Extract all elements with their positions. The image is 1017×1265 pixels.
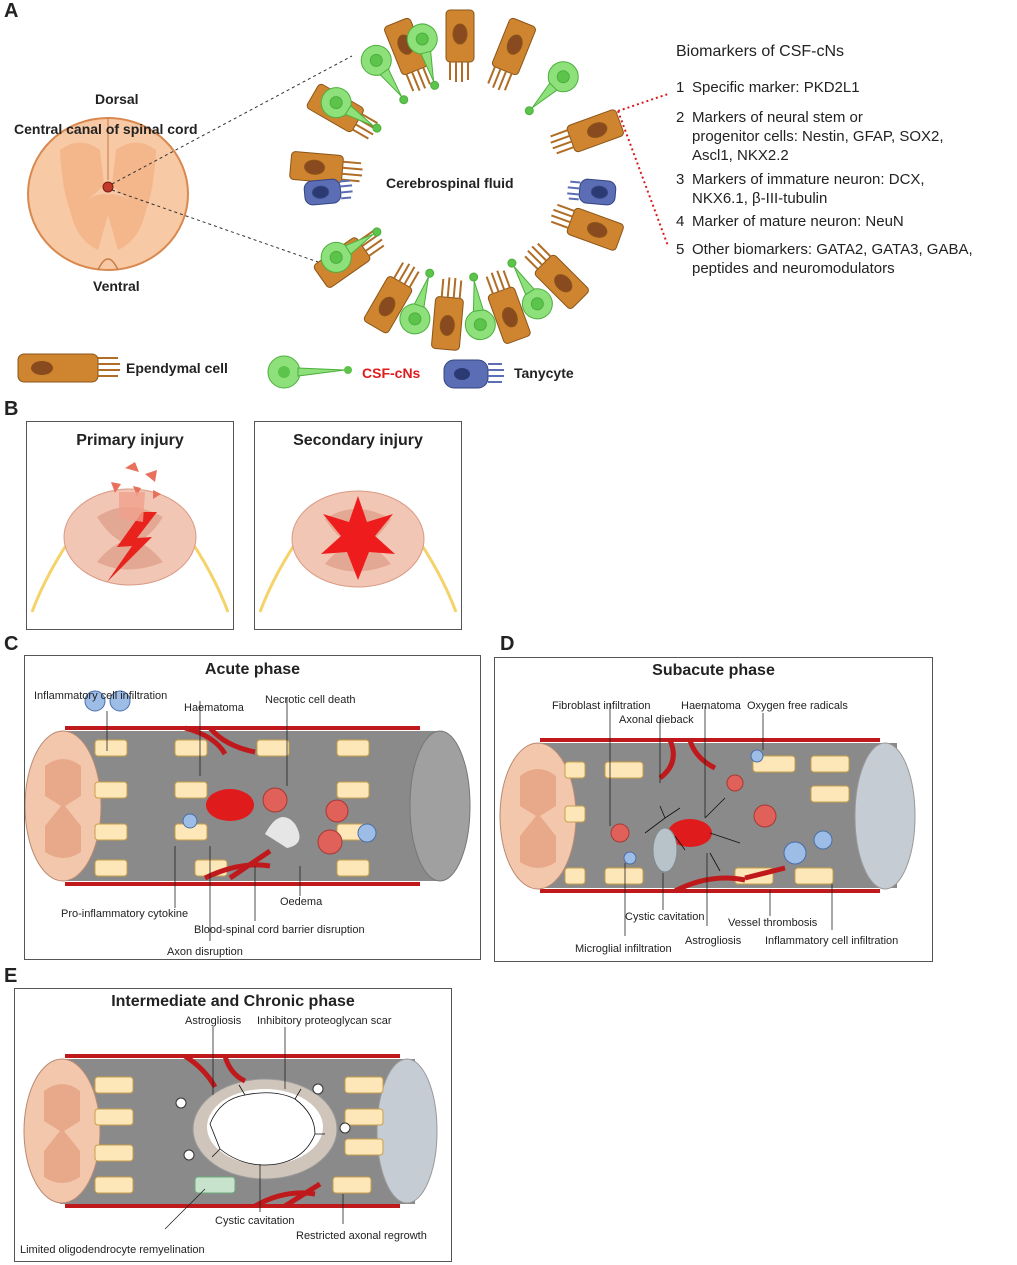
- subacute-inflammatory-label: Inflammatory cell infiltration: [765, 935, 899, 947]
- panel-label-e: E: [4, 965, 18, 987]
- biomarker-item: 5 Other biomarkers: GATA2, GATA3, GABA, pe…: [676, 240, 973, 278]
- biomarker-text: NKX6.1, β-III-tubulin: [692, 190, 828, 207]
- central-canal-label: Central canal of spinal cord: [14, 121, 198, 137]
- subacute-cystic-label: Cystic cavitation: [625, 911, 705, 923]
- acute-axon-label: Axon disruption: [167, 946, 243, 958]
- acute-haematoma-label: Haematoma: [184, 702, 244, 714]
- chronic-scar-label: Inhibitory proteoglycan scar: [257, 1015, 392, 1027]
- acute-phase-title: Acute phase: [204, 661, 301, 678]
- biomarker-item: 4 Marker of mature neuron: NeuN: [676, 212, 904, 231]
- biomarker-text: Markers of immature neuron: DCX,: [692, 171, 925, 188]
- secondary-injury-title: Secondary injury: [293, 432, 423, 449]
- biomarker-text: Marker of mature neuron: NeuN: [692, 213, 904, 230]
- biomarker-number: 5: [676, 241, 685, 258]
- biomarker-item: 2 Markers of neural stem or progenitor cel…: [676, 108, 944, 165]
- acute-cytokine-label: Pro-inflammatory cytokine: [61, 908, 189, 920]
- subacute-oxygen-label: Oxygen free radicals: [747, 700, 848, 712]
- biomarker-number: 1: [676, 79, 685, 96]
- biomarker-number: 2: [676, 109, 685, 126]
- legend-csfcn-label: CSF-cNs: [362, 365, 421, 381]
- acute-necrotic-label: Necrotic cell death: [265, 694, 356, 706]
- panel-a-graphics: [17, 9, 669, 389]
- subacute-thrombosis-label: Vessel thrombosis: [728, 917, 818, 929]
- ventral-label: Ventral: [93, 278, 140, 294]
- secondary-injury-illustration: [258, 490, 458, 613]
- subacute-phase-box: Subacute phase Fibroblast infiltration: [494, 657, 933, 962]
- biomarker-text: Specific marker: PKD2L1: [692, 79, 860, 96]
- biomarker-item: 1 Specific marker: PKD2L1: [676, 78, 860, 97]
- primary-injury-illustration: [30, 462, 230, 613]
- acute-bscb-label: Blood-spinal cord barrier disruption: [194, 924, 365, 936]
- panel-label-c: C: [4, 633, 19, 655]
- spinal-cord-cross-section: [27, 117, 189, 271]
- secondary-injury-box: Secondary injury: [254, 421, 462, 630]
- biomarker-item: 3 Markers of immature neuron: DCX, NKX6.1,…: [676, 170, 925, 208]
- legend-tanycyte-label: Tanycyte: [514, 365, 574, 381]
- biomarker-number: 3: [676, 171, 685, 188]
- acute-phase-box: Acute phase Inflammatory cell infiltrati…: [24, 655, 481, 960]
- subacute-phase-title: Subacute phase: [652, 662, 775, 679]
- subacute-dieback-label: Axonal dieback: [619, 714, 694, 726]
- biomarker-text: progenitor cells: Nestin, GFAP, SOX2,: [692, 128, 944, 145]
- acute-oedema-label: Oedema: [280, 896, 323, 908]
- primary-injury-box: Primary injury: [26, 421, 234, 630]
- chronic-phase-box: Intermediate and Chronic phase Astroglio…: [14, 988, 452, 1262]
- biomarkers-title: Biomarkers of CSF-cNs: [676, 43, 845, 60]
- panel-label-a: A: [4, 0, 19, 22]
- biomarker-text: Ascl1, NKX2.2: [692, 147, 789, 164]
- chronic-phase-title: Intermediate and Chronic phase: [111, 993, 355, 1010]
- legend-csfcn-icon: [267, 355, 352, 389]
- panel-label-b: B: [4, 398, 19, 420]
- acute-infiltration-label: Inflammatory cell infiltration: [34, 690, 168, 702]
- legend-ependymal-label: Ependymal cell: [126, 360, 228, 376]
- biomarker-text: peptides and neuromodulators: [692, 260, 895, 277]
- subacute-astrogliosis-label: Astrogliosis: [685, 935, 742, 947]
- subacute-phase-illustration: [499, 703, 916, 936]
- csf-label: Cerebrospinal fluid: [386, 175, 514, 191]
- biomarker-text: Other biomarkers: GATA2, GATA3, GABA,: [692, 241, 973, 258]
- primary-injury-title: Primary injury: [76, 432, 184, 449]
- subacute-fibroblast-label: Fibroblast infiltration: [552, 700, 651, 712]
- chronic-phase-illustration: [23, 1027, 438, 1230]
- subacute-microglial-label: Microglial infiltration: [575, 943, 672, 955]
- biomarker-text: Markers of neural stem or: [692, 109, 863, 126]
- subacute-haematoma-label: Haematoma: [681, 700, 741, 712]
- legend-tanycyte-icon: [443, 359, 504, 389]
- chronic-remyelination-label: Limited oligodendrocyte remyelination: [20, 1244, 205, 1256]
- dorsal-label: Dorsal: [95, 91, 139, 107]
- ependymal-ring: [289, 9, 624, 351]
- chronic-astrogliosis-label: Astrogliosis: [185, 1015, 242, 1027]
- chronic-regrowth-label: Restricted axonal regrowth: [296, 1230, 427, 1242]
- legend-ependymal-icon: [17, 353, 120, 383]
- biomarker-number: 4: [676, 213, 685, 230]
- chronic-cystic-label: Cystic cavitation: [215, 1215, 295, 1227]
- acute-phase-illustration: [25, 690, 471, 941]
- panel-label-d: D: [500, 633, 515, 655]
